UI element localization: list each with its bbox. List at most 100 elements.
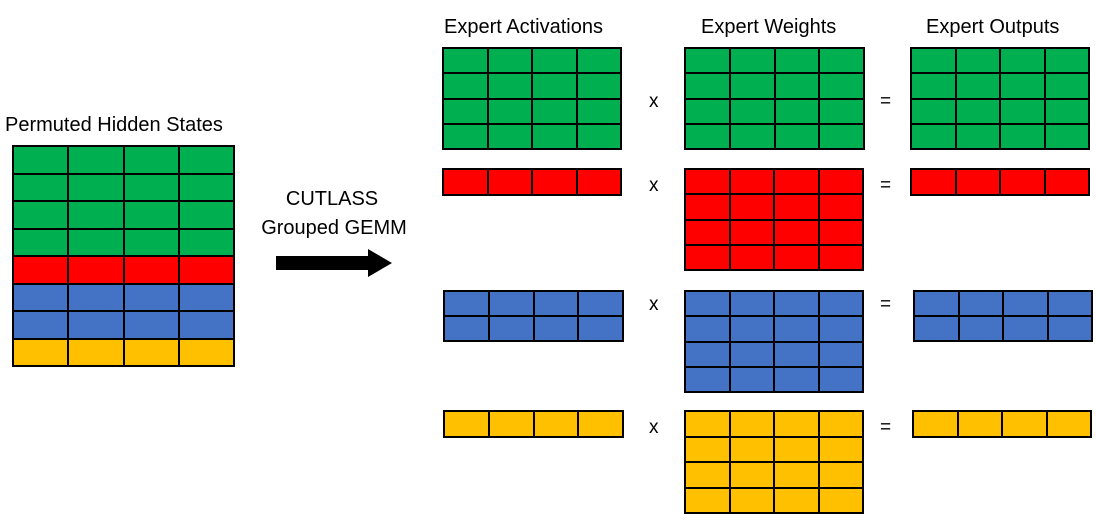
matrix-cell [955,98,1000,124]
matrix-cell [729,219,774,245]
matrix-cell [685,462,730,488]
matrix-cell [685,366,730,392]
matrix-cell [818,219,863,245]
matrix-cell [729,341,774,367]
matrix-cell [532,169,577,195]
matrix-cell [911,98,956,124]
matrix-cell [123,228,179,256]
matrix-cell [1003,291,1048,316]
matrix-cell [685,123,730,149]
expert-2-outputs [910,168,1090,196]
matrix-cell [488,316,534,341]
permuted-hidden-states-grid [12,145,235,367]
expert-1-activations [442,47,622,150]
matrix-cell [532,123,577,149]
matrix-cell [576,169,621,195]
matrix-cell [818,291,863,317]
matrix-cell [729,73,775,99]
matrix-cell [443,73,488,99]
matrix-cell [532,48,577,74]
matrix-cell [178,283,234,311]
matrix-cell [819,48,864,74]
matrix-cell [774,169,819,195]
matrix-cell [443,98,488,124]
matrix-cell [957,411,1002,437]
matrix-cell [487,169,532,195]
matrix-cell [178,228,234,256]
times-symbol: x [649,417,659,438]
matrix-cell [488,411,534,437]
matrix-cell [487,98,532,124]
matrix-cell [576,48,621,74]
matrix-cell [487,123,532,149]
matrix-cell [13,256,69,284]
expert-4-activations [443,410,624,438]
matrix-cell [532,98,577,124]
matrix-cell [68,256,124,284]
matrix-cell [774,244,819,270]
matrix-cell [774,436,819,462]
matrix-cell [958,291,1003,316]
matrix-cell [178,311,234,339]
matrix-cell [818,366,863,392]
matrix-cell [729,436,774,462]
matrix-cell [444,411,489,437]
matrix-cell [685,48,730,74]
matrix-cell [13,338,69,366]
matrix-cell [178,146,234,174]
matrix-cell [729,291,774,317]
matrix-cell [729,169,774,195]
matrix-cell [958,316,1003,341]
matrix-cell [13,311,69,339]
matrix-cell [729,487,774,513]
matrix-cell [818,411,863,437]
matrix-cell [123,201,179,229]
matrix-cell [1047,316,1092,341]
matrix-cell [729,462,774,488]
matrix-cell [1000,169,1045,195]
matrix-cell [443,169,488,195]
matrix-cell [576,73,621,99]
matrix-cell [576,123,621,149]
matrix-cell [729,244,774,270]
matrix-cell [774,291,819,317]
matrix-cell [818,169,863,195]
matrix-cell [774,487,819,513]
equals-symbol: = [880,175,892,196]
matrix-cell [685,244,730,270]
matrix-cell [13,201,69,229]
matrix-cell [578,291,623,316]
matrix-cell [443,48,488,74]
matrix-cell [729,48,775,74]
matrix-cell [913,411,958,437]
matrix-cell [819,123,864,149]
matrix-cell [729,123,775,149]
matrix-cell [68,173,124,201]
matrix-cell [68,201,124,229]
equals-symbol: = [880,294,892,315]
matrix-cell [774,316,819,342]
matrix-cell [818,244,863,270]
matrix-cell [774,462,819,488]
matrix-cell [68,228,124,256]
expert-weights-header: Expert Weights [701,16,837,38]
matrix-cell [1044,73,1089,99]
matrix-cell [818,194,863,220]
matrix-cell [487,48,532,74]
expert-2-activations [442,168,622,196]
times-symbol: x [649,294,659,315]
matrix-cell [13,283,69,311]
matrix-cell [533,411,579,437]
matrix-cell [685,341,730,367]
matrix-cell [955,73,1000,99]
matrix-cell [123,338,179,366]
matrix-cell [13,146,69,174]
matrix-cell [729,194,774,220]
matrix-cell [729,98,775,124]
matrix-cell [68,146,124,174]
permuted-hidden-states-label: Permuted Hidden States [5,114,223,136]
matrix-cell [685,411,730,437]
matrix-cell [1000,73,1045,99]
matrix-cell [532,73,577,99]
expert-3-activations [443,290,624,342]
